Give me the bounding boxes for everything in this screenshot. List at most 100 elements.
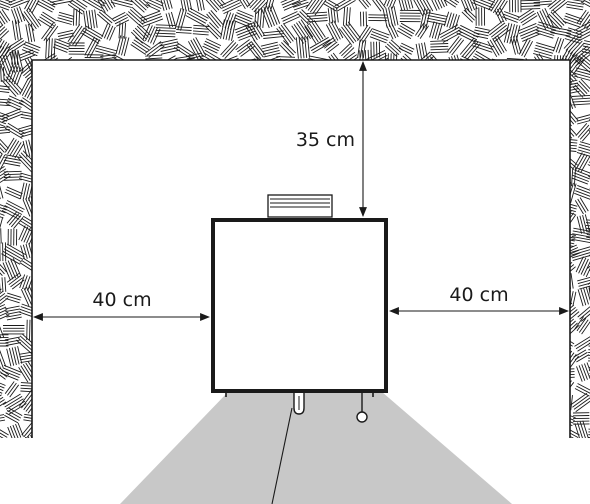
hatch-stroke (577, 118, 590, 125)
hatch-stroke (521, 8, 541, 10)
hatch-stroke (560, 240, 575, 245)
hatch-stroke (343, 24, 357, 42)
hatch-stroke (0, 295, 7, 307)
hatch-stroke (0, 396, 4, 407)
hatch-stroke (1, 370, 20, 379)
hatch-stroke (359, 26, 371, 43)
hatch-stroke (0, 1, 11, 8)
hatch-stroke (399, 25, 414, 35)
hatch-stroke (112, 11, 126, 20)
hatch-stroke (412, 0, 424, 17)
hatch-stroke (6, 272, 20, 283)
hatch-stroke (8, 407, 23, 416)
heater-top-cap (267, 194, 333, 218)
hatch-stroke (281, 0, 300, 6)
hatch-stroke (391, 0, 399, 9)
hatch-stroke (300, 19, 314, 38)
hatch-stroke (139, 10, 161, 20)
hatch-stroke (251, 0, 264, 11)
hatch-stroke (0, 416, 5, 421)
hatch-stroke (558, 200, 578, 207)
hatch-stroke (176, 60, 196, 65)
hatch-stroke (267, 0, 273, 11)
hatch-stroke (422, 9, 428, 30)
hatch-stroke (472, 45, 493, 53)
hatch-stroke (576, 9, 587, 24)
hatch-stroke (546, 15, 561, 30)
hatch-stroke (94, 9, 98, 28)
hatch-stroke (21, 114, 37, 118)
hatch-stroke (155, 32, 176, 35)
hatch-stroke (9, 95, 25, 103)
hatch-stroke (7, 292, 22, 298)
hatch-stroke (9, 384, 20, 398)
hatch-stroke (0, 309, 8, 319)
hatch-stroke (58, 14, 74, 20)
hatch-stroke (110, 1, 132, 8)
hatch-stroke (573, 152, 583, 169)
hatch-stroke (220, 60, 240, 69)
hatch-stroke (131, 6, 148, 21)
hatch-stroke (69, 67, 87, 70)
hatch-stroke (102, 0, 111, 11)
hatch-stroke (570, 392, 588, 406)
hatch-stroke (581, 13, 590, 27)
hatch-stroke (280, 0, 299, 3)
hatch-stroke (459, 37, 475, 55)
hatch-stroke (559, 107, 575, 125)
hatch-stroke (234, 17, 251, 25)
hatch-stroke (19, 77, 29, 95)
hatch-stroke (393, 6, 399, 26)
hatch-stroke (559, 143, 577, 147)
hatch-stroke (578, 365, 586, 381)
hatch-stroke (22, 46, 39, 54)
hatch-stroke (418, 43, 423, 59)
hatch-stroke (558, 371, 575, 373)
hatch-stroke (578, 257, 587, 274)
hatch-stroke (5, 202, 24, 213)
hatch-stroke (145, 41, 162, 54)
hatch-stroke (0, 143, 3, 155)
hatch-stroke (0, 200, 8, 208)
hatch-stroke (234, 63, 257, 71)
hatch-stroke (304, 36, 308, 58)
hatch-stroke (575, 337, 590, 350)
hatch-stroke (577, 28, 590, 39)
hatch-stroke (0, 439, 7, 446)
hatch-stroke (85, 10, 90, 30)
hatch-stroke (121, 22, 124, 39)
hatch-stroke (168, 12, 174, 28)
hatch-stroke (0, 314, 10, 324)
hatch-stroke (324, 39, 336, 49)
hatch-stroke (0, 139, 7, 151)
hatch-stroke (275, 67, 295, 69)
hatch-stroke (259, 8, 263, 28)
hatch-stroke (578, 80, 590, 93)
hatch-stroke (40, 0, 57, 6)
hatch-stroke (7, 260, 17, 279)
hatch-stroke (0, 348, 7, 367)
hatch-stroke (571, 167, 574, 187)
hatch-stroke (101, 62, 118, 66)
hatch-stroke (5, 76, 21, 94)
hatch-stroke (307, 0, 320, 11)
hatch-stroke (0, 170, 8, 184)
hatch-stroke (561, 212, 574, 231)
hatch-stroke (268, 4, 278, 25)
hatch-stroke (551, 26, 572, 32)
hatch-stroke (126, 65, 148, 69)
hatch-stroke (388, 41, 402, 53)
hatch-stroke (419, 0, 431, 13)
hatch-stroke (304, 26, 317, 44)
hatch-stroke (461, 11, 474, 23)
hatch-stroke (8, 0, 27, 4)
hatch-stroke (343, 47, 355, 59)
hatch-stroke (489, 22, 506, 36)
hatch-stroke (345, 7, 348, 26)
hatch-stroke (548, 13, 563, 28)
hatch-stroke (0, 265, 3, 276)
hatch-stroke (536, 26, 556, 34)
hatch-stroke (576, 366, 583, 382)
hatch-stroke (112, 0, 134, 3)
hatch-stroke (520, 28, 539, 37)
